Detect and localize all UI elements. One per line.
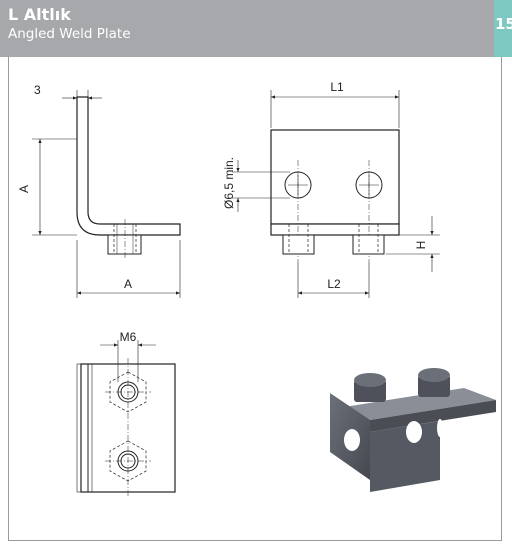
h-label: H [414, 241, 428, 250]
product-title: L Altlık [8, 5, 71, 24]
l2-label: L2 [327, 277, 341, 291]
a-vertical-label: A [17, 185, 31, 193]
hole-diameter-label: Ø6,5 min. [222, 157, 236, 209]
content-frame [8, 57, 502, 541]
m6-label: M6 [120, 330, 137, 344]
l1-label: L1 [330, 80, 344, 94]
thickness-label: 3 [34, 83, 41, 97]
top-view [76, 340, 176, 498]
page-number: 15 [495, 15, 512, 33]
a-horizontal-label: A [124, 277, 132, 291]
page-number-tab: 15 [494, 0, 512, 57]
header-bar: L Altlık Angled Weld Plate [0, 0, 494, 57]
side-view [32, 90, 181, 298]
product-illustration [330, 368, 496, 492]
product-subtitle: Angled Weld Plate [8, 26, 131, 42]
front-view [232, 90, 440, 298]
